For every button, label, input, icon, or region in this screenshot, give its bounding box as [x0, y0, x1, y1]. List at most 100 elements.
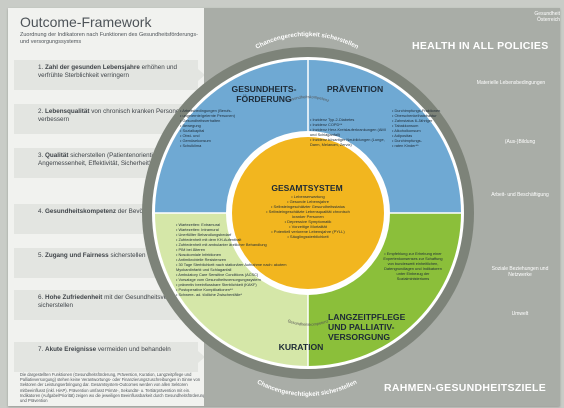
- bullet-item: • Oberschenkelhalsfraktur: [392, 113, 437, 118]
- goal-text: 1. Zahl der gesunden Lebensjahre erhöhen…: [38, 64, 194, 80]
- goal-rest: von chronisch kranken Personen verbesser…: [38, 108, 183, 123]
- rahmen-title: RAHMEN-GESUNDHEITSZIELE: [384, 382, 547, 394]
- goal-item: 7. Akute Ereignisse vermeiden und behand…: [14, 342, 205, 372]
- bullet-item: • Adipositas: [392, 133, 413, 138]
- goal-text: 3. Qualität sicherstellen (Patientenorie…: [38, 152, 194, 168]
- bullet-item: • Bewegung: [180, 123, 201, 128]
- goal-number: 3.: [38, 152, 46, 159]
- bullet-item: • Ambulatory Care Sensitive Conditions (…: [176, 272, 259, 277]
- bullet-item: • Antimikrobielle Resistenzen: [176, 257, 227, 262]
- bullet-item: • Selbsteingeschätzte Lebensqualität chr…: [266, 209, 350, 219]
- slide: Outcome-Framework Zuordnung der Indikato…: [8, 8, 560, 406]
- goal-keyword: Lebensqualität: [45, 108, 90, 115]
- bullet-item: • Wartezeiten: Intramural: [176, 227, 219, 232]
- bullet-item: • Durchimpfungs-: [392, 138, 422, 143]
- goal-text: 6. Hohe Zufriedenheit mit der Gesundheit…: [38, 294, 194, 310]
- bullet-item: • präventiv beeinflussbare Sterblichkeit…: [176, 282, 257, 287]
- bullet-item: • Zufriedenheit mit dem KH-Aufenthalt: [176, 237, 242, 242]
- bullet-item: • Gesunde Lebensjahre: [287, 199, 329, 204]
- bullet-item: • Gesundheitsverhalten: [180, 118, 221, 123]
- bullet-item: • Inzidenz bösartiger Neubildungen (Lung…: [310, 137, 385, 147]
- bullets-gesundheitsfoerderung: • Arbeitsbedingungen (Berufs-• ungelernt…: [180, 108, 262, 148]
- page-title: Outcome-Framework: [20, 14, 152, 30]
- hiap-title: HEALTH IN ALL POLICIES: [412, 40, 549, 52]
- bullet-item: • raten Kinder**: [392, 143, 419, 148]
- bullet-item: • Postoperative Komplikationen**: [176, 287, 233, 292]
- bullet-item: • Schulklima: [180, 143, 202, 148]
- bullet-item: • Tabakkonsum: [392, 123, 419, 128]
- bullet-item: • Potentiell verlorene Lebensjahre (PYLL…: [271, 229, 345, 234]
- bullet-item: • Durchimpfungs-Fraktionen: [392, 108, 441, 113]
- left-column: Outcome-Framework Zuordnung der Indikato…: [8, 8, 206, 406]
- goal-keyword: Akute Ereignisse: [45, 346, 97, 353]
- bullet-item: • Nosokomiale Infektionen: [176, 252, 222, 257]
- label-arbeit: Arbeit- und Beschäftigung: [491, 192, 549, 198]
- bullet-item: • Vorsatzge vom Gesundheitsversorgungssy…: [176, 277, 261, 282]
- bullet-item: • Unerfüllter Behandlungsbedarf: [176, 232, 232, 237]
- goal-text: 7. Akute Ereignisse vermeiden und behand…: [38, 346, 194, 354]
- sector-title-kuration: KURATION: [278, 342, 324, 352]
- label-bildung: (Aus-)Bildung: [504, 139, 536, 145]
- outcome-wheel: Chancengerechtigkeit sicherstellen Chanc…: [142, 31, 474, 398]
- goal-text: 2. Lebensqualität von chronisch kranken …: [38, 108, 194, 124]
- bullet-item: • Alkoholkonsum: [392, 128, 421, 133]
- bullets-langzeitpflege: • Empfehlung zur Erhebung einer Experten…: [380, 251, 446, 281]
- label-umwelt: Umwelt: [511, 311, 529, 317]
- logo: Gesundheit Österreich: [534, 11, 560, 23]
- bullet-item: • Lebenserwartung: [291, 194, 325, 199]
- bullet-item: • Inzidenz Typ-2-Diabetes: [310, 117, 355, 122]
- goal-item: 1. Zahl der gesunden Lebensjahre erhöhen…: [14, 60, 205, 90]
- inner-band-top-text: Gesundheitskompetenz: [286, 94, 330, 103]
- goal-number: 2.: [38, 108, 46, 115]
- bullet-item: • Zahnstatus 6-Jähriger: [392, 118, 433, 123]
- bullets-kuration: • Wartezeiten: Extramural• Wartezeiten: …: [176, 222, 304, 297]
- footnote: Die dargestellten Funktionen (Gesundheit…: [20, 372, 206, 404]
- label-materielle: Materielle Lebensbedingungen: [476, 80, 546, 86]
- inner-band-bottom-text: Gesundheitskompetenz: [287, 318, 329, 327]
- bullet-item: • Schwere- ad. tödliche Zwischenfälle*: [176, 292, 243, 297]
- goal-keyword: Gesundheitskompetenz: [45, 208, 117, 215]
- bullets-praevention: • Inzidenz Typ-2-Diabetes• Inzidenz COPD…: [310, 117, 390, 147]
- bullet-item: • 30 Tage Sterblichkeit nach stationärer…: [176, 262, 287, 272]
- goal-number: 4.: [38, 208, 46, 215]
- goal-rest: mit der Gesundheitsversorgung sicherstel…: [38, 294, 192, 309]
- bullet-item: • Zufriedenheit mit ambulanter ärztliche…: [176, 242, 267, 247]
- bullet-item: • Inzidenz Herz-Kreislauferkrankungen (A…: [310, 127, 386, 137]
- goal-keyword: Zahl der gesunden Lebensjahre: [45, 64, 140, 71]
- goal-rest: vermeiden und behandeln: [96, 346, 171, 353]
- goal-number: 7.: [38, 346, 46, 353]
- sector-title-langzeitpflege: LANGZEITPFLEGE UND PALLIATIV- VERSORGUNG: [328, 312, 406, 342]
- bullet-item: • ungelernte/gelernte Personen): [180, 113, 236, 118]
- bullet-item: • Depressive Symptomatik: [284, 219, 332, 224]
- bullet-item: • Sozialkapital: [180, 128, 205, 133]
- goal-arrow: [198, 69, 205, 81]
- goal-rest: sicherstellen (Patientenorientierung, An…: [38, 152, 171, 167]
- bullet-item: • Empfehlung zur Erhebung einer Experten…: [383, 251, 443, 281]
- bullet-item: • Säuglingssterblichkeit: [287, 234, 329, 239]
- page-subtitle: Zuordnung der Indikatoren nach Funktione…: [20, 32, 198, 45]
- bullet-item: • Inzidenz COPD**: [310, 122, 343, 127]
- bullet-item: • Gemüsekonsum: [180, 138, 211, 143]
- bullet-item: • Wartezeiten: Extramural: [176, 222, 221, 227]
- ring-bottom-text: Chancengerechtigkeit sicherstellen: [256, 379, 359, 398]
- goal-number: 6.: [38, 294, 46, 301]
- sector-title-gesundheitsfoerderung: GESUNDHEITS- FÖRDERUNG: [231, 84, 297, 104]
- bullet-item: • Selbsteingeschätzter Gesundheitsstatus: [271, 204, 345, 209]
- bullet-item: • Arbeitsbedingungen (Berufs-: [180, 108, 232, 113]
- goal-number: 1.: [38, 64, 46, 71]
- bullets-praevention-right: • Durchimpfungs-Fraktionen• Oberschenkel…: [392, 108, 454, 148]
- goal-text: 5. Zugang und Fairness sicherstellen: [38, 252, 194, 260]
- goal-keyword: Zugang und Fairness: [45, 252, 109, 259]
- goal-keyword: Qualität: [45, 152, 69, 159]
- goal-keyword: Hohe Zufriedenheit: [45, 294, 103, 301]
- bullet-item: • Obst- und: [180, 133, 200, 138]
- core-bullets: • Lebenserwartung• Gesunde Lebensjahre• …: [266, 194, 350, 239]
- goal-arrow: [198, 351, 205, 363]
- core-circle: [232, 137, 384, 289]
- core-title: GESAMTSYSTEM: [271, 183, 343, 193]
- goal-rest: erhöhen und verfrühte Sterblichkeit verr…: [38, 64, 177, 79]
- sector-title-praevention: PRÄVENTION: [326, 84, 384, 94]
- label-soziale: Soziale Beziehungen und Netzwerke: [491, 266, 549, 278]
- goal-number: 5.: [38, 252, 46, 259]
